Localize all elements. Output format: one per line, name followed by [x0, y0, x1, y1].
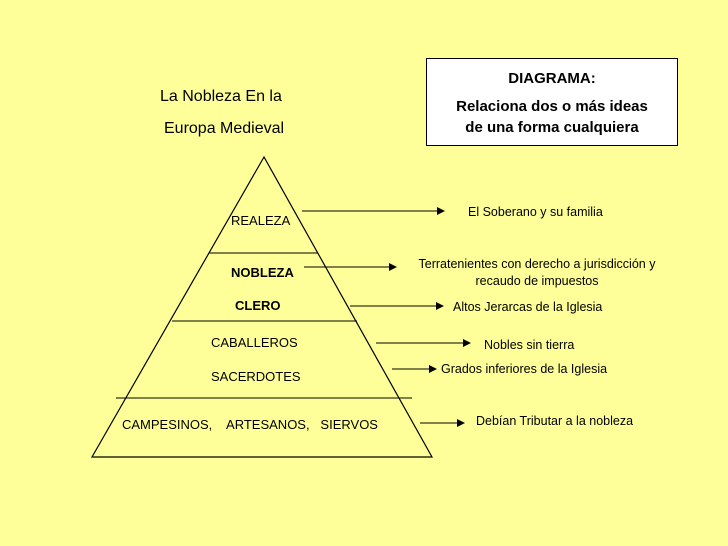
definition-text-line-2: de una forma cualquiera — [465, 119, 639, 136]
diagram-title-line-2: Europa Medieval — [164, 120, 285, 137]
description-nobleza-line-1: Terratenientes con derecho a jurisdicció… — [418, 257, 656, 271]
description-clero: Altos Jerarcas de la Iglesia — [453, 300, 603, 314]
description-caballeros: Nobles sin tierra — [484, 338, 575, 352]
level-sacerdotes: SACERDOTES — [211, 369, 301, 384]
pyramid-outline — [90, 155, 434, 458]
description-realeza: El Soberano y su familia — [468, 205, 603, 219]
level-nobleza: NOBLEZA — [231, 265, 294, 280]
level-clero: CLERO — [235, 298, 281, 313]
definition-box — [426, 58, 678, 146]
definition-heading: DIAGRAMA: — [508, 70, 596, 87]
description-nobleza-line-2: recaudo de impuestos — [475, 274, 599, 288]
level-realeza: REALEZA — [231, 213, 291, 228]
definition-text-line-1: Relaciona dos o más ideas — [456, 98, 648, 115]
diagram-title-line-1: La Nobleza En la — [160, 88, 282, 105]
description-sacerdotes: Grados inferiores de la Iglesia — [441, 362, 608, 376]
description-base: Debían Tributar a la nobleza — [476, 414, 634, 428]
level-base: CAMPESINOS, ARTESANOS, SIERVOS — [122, 417, 378, 432]
level-caballeros: CABALLEROS — [211, 335, 298, 350]
